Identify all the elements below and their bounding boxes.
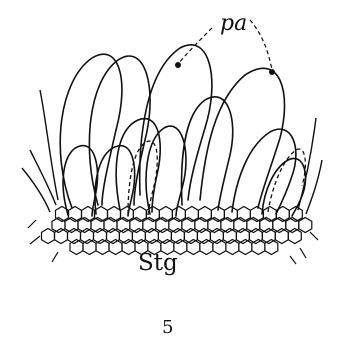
figure-number: 5: [162, 317, 173, 338]
tissue-cell: [299, 218, 312, 233]
tissue-cell: [42, 229, 55, 244]
hair-left-2: [22, 168, 50, 212]
hair-left-1: [40, 90, 58, 200]
tissue-edge-stroke: [52, 252, 58, 262]
papilla-1: [60, 54, 122, 208]
tissue-edge-stroke: [30, 236, 40, 244]
papilla-2: [89, 56, 150, 205]
hair-right-1: [298, 118, 316, 210]
papilla-4: [200, 68, 285, 208]
dashed-outlines: [128, 141, 305, 216]
papilla-6: [116, 119, 160, 212]
papilla-3: [140, 45, 212, 200]
tissue-edge-stroke: [310, 232, 318, 240]
label-pa: pa: [220, 11, 247, 36]
tissue-edge-stroke: [290, 256, 296, 264]
tissue-edge-stroke: [28, 220, 36, 228]
pa-leader-right: [250, 20, 272, 70]
pa-dot-left: [175, 62, 181, 68]
label-stg: Stg: [138, 250, 178, 276]
pa-dot-right: [269, 69, 275, 75]
tissue-edge-stroke: [300, 248, 306, 258]
papillae-group: [60, 45, 305, 216]
